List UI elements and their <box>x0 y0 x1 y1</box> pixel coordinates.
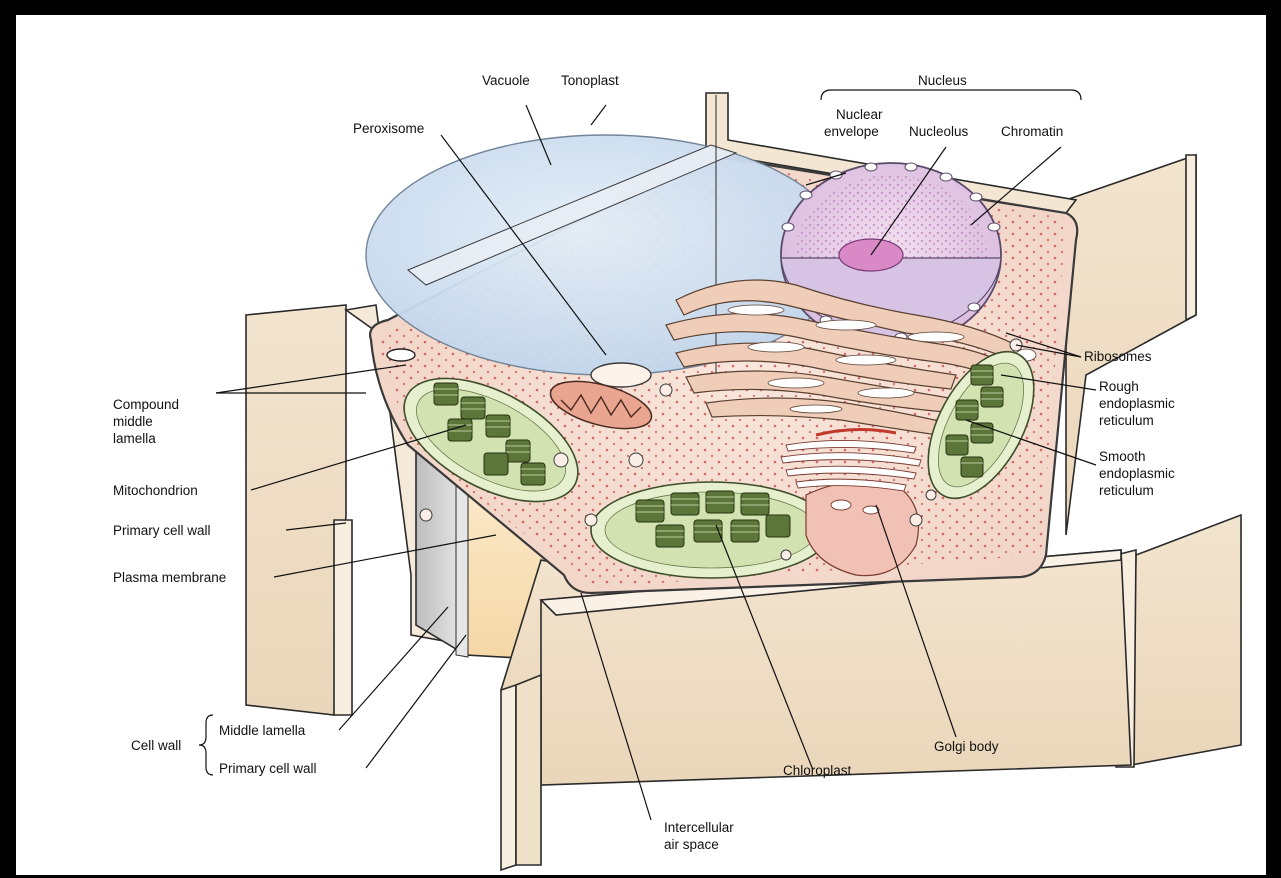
label-mitochondrion: Mitochondrion <box>113 483 198 498</box>
small-vesicle <box>387 349 415 361</box>
label-primary-cell-wall-bottom: Primary cell wall <box>219 761 317 776</box>
label-nucleolus: Nucleolus <box>909 124 969 139</box>
cell-wall-bracket <box>199 715 213 775</box>
label-compound-middle-lamella-1: Compound <box>113 397 179 412</box>
diagram-frame: Vacuole Tonoplast Nucleus Nuclear envelo… <box>16 15 1266 875</box>
label-nuclear-envelope-1: Nuclear <box>836 107 883 122</box>
label-primary-cell-wall-left: Primary cell wall <box>113 523 211 538</box>
label-chloroplast: Chloroplast <box>783 763 852 778</box>
label-plasma-membrane: Plasma membrane <box>113 570 226 585</box>
label-smooth-er-2: endoplasmic <box>1099 466 1175 481</box>
label-tonoplast: Tonoplast <box>561 73 619 88</box>
far-right-wall-panel <box>1131 515 1241 765</box>
left-wall-panel <box>246 305 346 715</box>
label-nucleus: Nucleus <box>918 73 967 88</box>
label-vacuole: Vacuole <box>482 73 530 88</box>
label-smooth-er-3: reticulum <box>1099 483 1154 498</box>
label-middle-lamella: Middle lamella <box>219 723 306 738</box>
label-cell-wall: Cell wall <box>131 738 181 753</box>
label-rough-er-3: reticulum <box>1099 413 1154 428</box>
plant-cell-diagram: Vacuole Tonoplast Nucleus Nuclear envelo… <box>16 15 1266 875</box>
label-compound-middle-lamella-3: lamella <box>113 431 156 446</box>
label-golgi-body: Golgi body <box>934 739 999 754</box>
label-chromatin: Chromatin <box>1001 124 1063 139</box>
label-nuclear-envelope-2: envelope <box>824 124 879 139</box>
label-rough-er-1: Rough <box>1099 379 1139 394</box>
label-intercellular-2: air space <box>664 837 719 852</box>
label-intercellular-1: Intercellular <box>664 820 734 835</box>
label-compound-middle-lamella-2: middle <box>113 414 153 429</box>
label-ribosomes: Ribosomes <box>1084 349 1152 364</box>
label-peroxisome: Peroxisome <box>353 121 424 136</box>
vacuole <box>366 135 846 375</box>
label-rough-er-2: endoplasmic <box>1099 396 1175 411</box>
label-smooth-er-1: Smooth <box>1099 449 1146 464</box>
